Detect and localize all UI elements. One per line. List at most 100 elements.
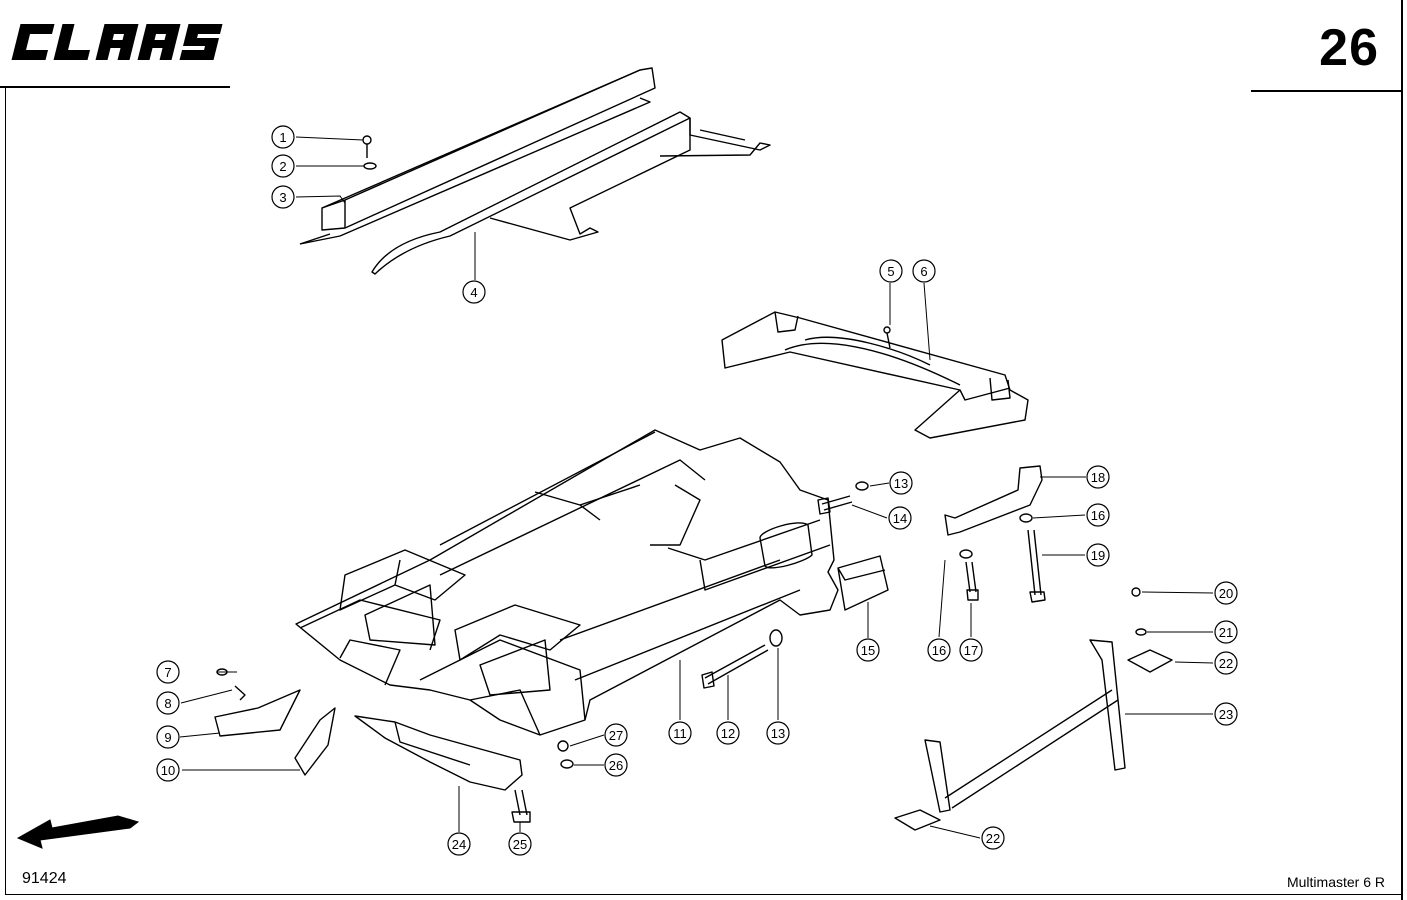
- callout-16-lower: 16: [927, 638, 951, 662]
- callout-7: 7: [156, 660, 180, 684]
- svg-text:16: 16: [932, 643, 946, 658]
- svg-text:21: 21: [1219, 625, 1233, 640]
- arrow-left-down-icon: [16, 815, 140, 849]
- svg-text:4: 4: [470, 285, 477, 300]
- part-27-nut: [557, 740, 569, 752]
- callout-26: 26: [604, 753, 628, 777]
- svg-text:13: 13: [771, 726, 785, 741]
- callout-16-upper: 16: [1086, 503, 1110, 527]
- callout-22-lower: 22: [981, 826, 1005, 850]
- leader-lines: [179, 136, 1214, 839]
- svg-text:3: 3: [279, 190, 286, 205]
- svg-text:26: 26: [609, 758, 623, 773]
- svg-text:8: 8: [164, 696, 171, 711]
- part-3-angle-rail: [299, 67, 656, 245]
- svg-text:13: 13: [894, 476, 908, 491]
- callout-4: 4: [462, 280, 486, 304]
- svg-text:7: 7: [164, 665, 171, 680]
- svg-text:16: 16: [1091, 508, 1105, 523]
- svg-text:17: 17: [964, 643, 978, 658]
- callout-8: 8: [156, 691, 180, 715]
- callout-5: 5: [879, 259, 903, 283]
- svg-text:12: 12: [721, 726, 735, 741]
- svg-text:22: 22: [986, 831, 1000, 846]
- svg-text:27: 27: [609, 728, 623, 743]
- part-21-washer: [1135, 628, 1147, 636]
- svg-text:1: 1: [279, 130, 286, 145]
- svg-text:2: 2: [279, 159, 286, 174]
- callout-10: 10: [156, 758, 180, 782]
- svg-text:18: 18: [1091, 470, 1105, 485]
- part-18-bracket: [944, 465, 1043, 536]
- part-19-long-bolt: [1027, 529, 1046, 603]
- callout-20: 20: [1214, 581, 1238, 605]
- svg-text:14: 14: [893, 511, 907, 526]
- svg-text:6: 6: [920, 264, 927, 279]
- svg-text:10: 10: [161, 763, 175, 778]
- svg-text:11: 11: [673, 726, 687, 741]
- callout-6: 6: [912, 259, 936, 283]
- callout-1: 1: [271, 125, 295, 149]
- callout-19: 19: [1086, 543, 1110, 567]
- part-8-bolt: [234, 685, 246, 701]
- callout-21: 21: [1214, 620, 1238, 644]
- part-2-washer: [363, 162, 377, 170]
- callout-12: 12: [716, 721, 740, 745]
- part-17-bolt: [965, 561, 979, 601]
- page-number: 26: [1319, 19, 1379, 77]
- svg-text:9: 9: [164, 730, 171, 745]
- callout-3: 3: [271, 185, 295, 209]
- part-9-plate: [214, 689, 301, 737]
- callout-2: 2: [271, 154, 295, 178]
- part-6-cross-member: [721, 311, 1029, 439]
- svg-text:15: 15: [861, 643, 875, 658]
- callout-23: 23: [1214, 702, 1238, 726]
- drawing-reference-number: 91424: [22, 870, 67, 887]
- svg-text:19: 19: [1091, 548, 1105, 563]
- header-rule-left: [0, 86, 230, 88]
- callout-11: 11: [668, 721, 692, 745]
- svg-text:23: 23: [1219, 707, 1233, 722]
- svg-text:24: 24: [452, 837, 466, 852]
- part-20-bolt-head: [1131, 587, 1141, 597]
- callout-17: 17: [959, 638, 983, 662]
- callout-18: 18: [1086, 465, 1110, 489]
- part-16-washer-lower: [959, 549, 973, 559]
- part-12-bolt: [701, 644, 769, 689]
- header-rule-right: [1251, 90, 1401, 92]
- part-23-rod-assembly: [894, 639, 1173, 831]
- part-16-washer-upper: [1019, 513, 1033, 523]
- svg-text:5: 5: [887, 264, 894, 279]
- callout-27: 27: [604, 723, 628, 747]
- callout-9: 9: [156, 725, 180, 749]
- claas-logo: [11, 24, 223, 60]
- part-25-bolt: [511, 789, 531, 823]
- callout-14: 14: [888, 506, 912, 530]
- callout-24: 24: [447, 832, 471, 856]
- part-24-guard: [354, 715, 523, 791]
- frame-bottom: [5, 894, 1403, 895]
- part-15-cover: [837, 555, 889, 611]
- callout-15: 15: [856, 638, 880, 662]
- frame-left: [5, 86, 6, 894]
- part-5-bolt-head: [883, 326, 891, 334]
- callout-22-upper: 22: [1214, 651, 1238, 675]
- svg-text:20: 20: [1219, 586, 1233, 601]
- part-10-plate: [294, 707, 336, 776]
- part-26-washer: [560, 759, 574, 769]
- part-4-curved-strip: [371, 111, 771, 275]
- part-1-bolt-head: [362, 135, 372, 145]
- svg-text:22: 22: [1219, 656, 1233, 671]
- callout-25: 25: [508, 832, 532, 856]
- callout-13-lower: 13: [766, 721, 790, 745]
- svg-text:25: 25: [513, 837, 527, 852]
- part-14-bolt: [817, 495, 853, 515]
- model-name: Multimaster 6 R: [1286, 874, 1385, 890]
- part-13-washer-upper: [855, 481, 869, 491]
- part-13-washer-lower: [769, 629, 783, 647]
- frame-brackets: [339, 549, 581, 696]
- callout-13-upper: 13: [889, 471, 913, 495]
- frame-right: [1401, 0, 1403, 900]
- part-11-main-frame: [295, 429, 839, 736]
